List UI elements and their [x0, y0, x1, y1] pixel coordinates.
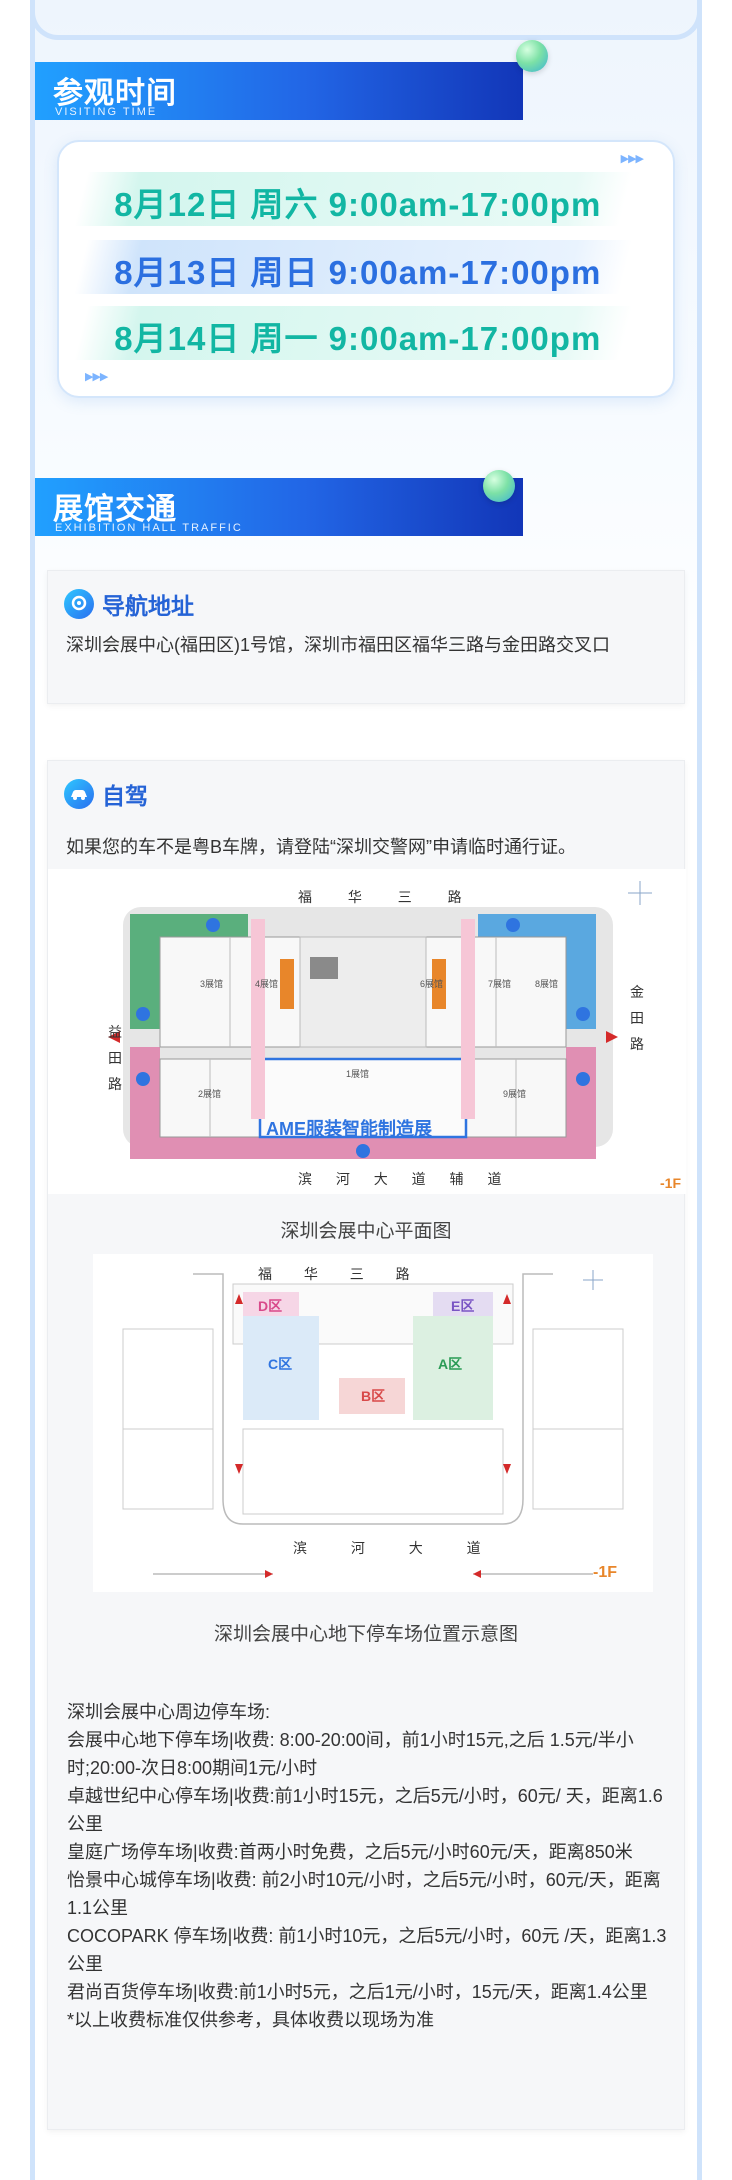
parking-list: 深圳会展中心周边停车场: 会展中心地下停车场|收费: 8:00-20:00间，前…	[67, 1698, 677, 2034]
hall-label: 9展馆	[503, 1089, 527, 1099]
location-pin-icon	[64, 589, 94, 619]
floor-plan-caption: 深圳会展中心平面图	[280, 1221, 452, 1242]
navigation-title: 导航地址	[102, 593, 194, 619]
arrows-icon: ▶▶▶	[620, 153, 644, 165]
navigation-address: 深圳会展中心(福田区)1号馆，深圳市福田区福华三路与金田路交叉口	[66, 635, 610, 655]
section-subtitle: EXHIBITION HALL TRAFFIC	[55, 522, 243, 534]
drive-header: 自驾	[64, 777, 148, 811]
hall-label: 2展馆	[198, 1089, 222, 1099]
zone-a-label: A区	[438, 1356, 463, 1372]
car-icon	[64, 779, 94, 809]
navigation-header: 导航地址	[64, 587, 194, 621]
parking-item: 卓越世纪中心停车场|收费:前1小时15元，之后5元/小时，60元/ 天，距离1.…	[67, 1786, 663, 1834]
parking-item: 君尚百货停车场|收费:前1小时5元，之后1元/小时，15元/天，距离1.4公里	[67, 1982, 648, 2002]
drive-card: 自驾 如果您的车不是粤B车牌，请登陆“深圳交警网”申请临时通行证。	[47, 760, 686, 2130]
section-title: 参观时间	[53, 77, 177, 110]
arrows-icon: ▶▶▶	[85, 371, 108, 383]
floor-plan-graphic	[108, 881, 652, 1159]
road-label-top: 福 华 三 路	[258, 1266, 424, 1282]
road-label-right: 金 田 路	[630, 984, 644, 1052]
hall-label: 3展馆	[200, 979, 224, 989]
time-row: 8月13日 周日 9:00am-17:00pm	[74, 240, 633, 294]
parking-note: *以上收费标准仅供参考，具体收费以现场为准	[67, 2010, 435, 2030]
visiting-time-banner: 参观时间 VISITING TIME	[35, 62, 523, 120]
road-label-left: 益 田 路	[108, 1024, 122, 1092]
section-subtitle: VISITING TIME	[55, 106, 158, 118]
zone-b-label: B区	[361, 1388, 386, 1404]
parking-map-caption: 深圳会展中心地下停车场位置示意图	[213, 1624, 518, 1645]
decorative-orb-icon	[516, 40, 548, 72]
visiting-time-card: ▶▶▶ 8月12日 周六 9:00am-17:00pm 8月13日 周日 9:0…	[57, 140, 675, 398]
parking-item: 怡景中心城停车场|收费: 前2小时10元/小时，之后5元/小时，60元/天，距离…	[67, 1870, 661, 1918]
floor-tag: -1F	[660, 1175, 681, 1191]
road-label-top: 福 华 三 路	[298, 889, 478, 905]
parking-map: 福 华 三 路 滨 河 大 道 D区 E区 C区 A区 B区 -1F	[93, 1254, 653, 1592]
traffic-banner: 展馆交通 EXHIBITION HALL TRAFFIC	[35, 478, 523, 536]
parking-item: 会展中心地下停车场|收费: 8:00-20:00间，前1小时15元,之后 1.5…	[67, 1730, 634, 1778]
hall-label: 6展馆	[420, 979, 444, 989]
hall-label: 4展馆	[255, 979, 279, 989]
zone-e-label: E区	[451, 1298, 475, 1314]
hall-label: 8展馆	[535, 979, 559, 989]
floor-plan-map: 福 华 三 路 滨 河 大 道 辅 道 益 田 路 金 田 路 3展馆 4展馆 …	[48, 869, 686, 1194]
hall1-exhibit-label: AME服装智能制造展	[266, 1119, 432, 1139]
parking-list-title: 深圳会展中心周边停车场:	[67, 1702, 270, 1722]
time-row: 8月14日 周一 9:00am-17:00pm	[74, 306, 633, 360]
road-label-bottom: 滨 河 大 道	[293, 1540, 501, 1556]
parking-graphic	[122, 1270, 624, 1578]
page-frame-top	[30, 0, 702, 40]
road-label-bottom: 滨 河 大 道 辅 道	[298, 1171, 512, 1187]
drive-note: 如果您的车不是粤B车牌，请登陆“深圳交警网”申请临时通行证。	[66, 837, 576, 857]
parking-item: COCOPARK 停车场|收费: 前1小时10元，之后5元/小时，60元 /天，…	[67, 1926, 667, 1974]
zone-c-label: C区	[268, 1356, 293, 1372]
decorative-orb-icon	[483, 470, 515, 502]
hall-label: 1展馆	[346, 1069, 370, 1079]
floor-tag: -1F	[593, 1564, 617, 1581]
navigation-card: 导航地址 深圳会展中心(福田区)1号馆，深圳市福田区福华三路与金田路交叉口	[47, 570, 685, 704]
hall-label: 7展馆	[488, 979, 512, 989]
zone-d-label: D区	[258, 1298, 283, 1314]
drive-title: 自驾	[102, 783, 148, 809]
time-row: 8月12日 周六 9:00am-17:00pm	[74, 172, 633, 226]
section-title: 展馆交通	[53, 493, 177, 526]
parking-item: 皇庭广场停车场|收费:首两小时免费，之后5元/小时60元/天，距离850米	[67, 1842, 633, 1862]
